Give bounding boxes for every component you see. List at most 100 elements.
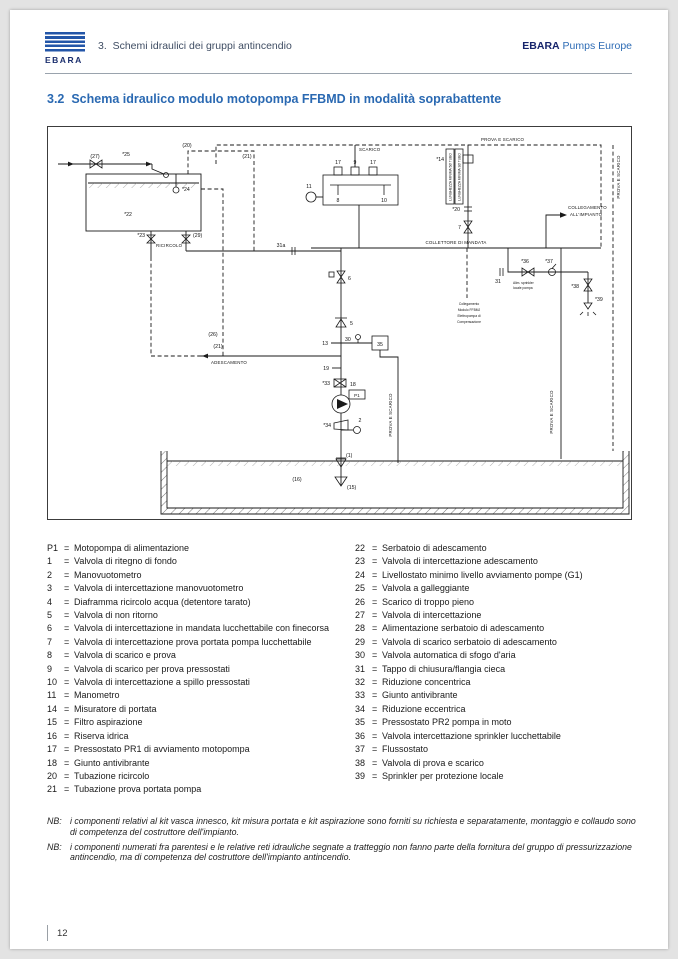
legend: P1 = Motopompa di alimentazione 1 = Valv… [47, 542, 637, 797]
legend-item: 29 = Valvola di scarico serbatoio di ade… [355, 636, 637, 649]
legend-item-number: 26 [355, 596, 366, 607]
legend-item-equals: = [372, 610, 378, 621]
legend-item-number: 5 [47, 610, 53, 621]
legend-item-text: Filtro aspirazione [74, 717, 143, 728]
legend-item-equals: = [64, 717, 70, 728]
legend-item-equals: = [64, 730, 70, 741]
label-25: *25 [122, 152, 130, 158]
legend-item-number: 25 [355, 583, 366, 594]
legend-item-equals: = [64, 596, 70, 607]
label-29: (29) [193, 233, 202, 239]
legend-item: 4 = Diaframma ricircolo acqua (detentore… [47, 596, 355, 609]
note: NB: i componenti relativi al kit vasca i… [47, 816, 637, 838]
legend-item-equals: = [372, 677, 378, 688]
legend-item-number: 30 [355, 650, 366, 661]
legend-item: 5 = Valvola di non ritorno [47, 609, 355, 622]
legend-item-text: Manometro [74, 690, 120, 701]
diagram-labels: (27) *25 (20) (21) *22 *24 *23 (29) RICI… [90, 137, 621, 491]
legend-item-equals: = [64, 703, 70, 714]
legend-item-equals: = [372, 744, 378, 755]
legend-item: 30 = Valvola automatica di sfogo d'aria [355, 649, 637, 662]
legend-item-number: 10 [47, 677, 58, 688]
legend-item-text: Valvola a galleggiante [382, 583, 470, 594]
brand-name: EBARA [522, 40, 560, 52]
label-22: *22 [124, 212, 132, 218]
legend-item-equals: = [64, 636, 70, 647]
legend-item-equals: = [64, 583, 70, 594]
header-divider [45, 73, 632, 74]
legend-item-text: Valvola di intercettazione manovuotometr… [74, 583, 244, 594]
label-10: 10 [381, 198, 387, 204]
dashed-piping [150, 144, 614, 451]
legend-item-number: 22 [355, 543, 366, 553]
legend-item-number: 31 [355, 663, 366, 674]
legend-item-number: 2 [47, 569, 53, 580]
legend-item-equals: = [372, 556, 378, 567]
legend-item-text: Giunto antivibrante [382, 690, 458, 701]
label-lunghezza-1: LUNGHEZZA MINIMA 5Ø TUBO [449, 153, 453, 201]
legend-item: 33 = Giunto antivibrante [355, 689, 637, 702]
label-collegamento-2: ALL'IMPIANTO [570, 212, 603, 217]
legend-item-text: Riduzione eccentrica [382, 703, 466, 714]
label-alim-2: locale pompa [513, 286, 533, 290]
label-prova-top: PROVA E SCARICO [481, 137, 525, 142]
legend-item-text: Tubazione ricircolo [74, 770, 150, 781]
label-24: *24 [182, 187, 190, 193]
legend-item-text: Scarico di troppo pieno [382, 596, 475, 607]
label-33: *33 [322, 381, 330, 387]
label-p1: P1 [354, 393, 360, 398]
legend-item-text: Valvola di intercettazione prova portata… [74, 636, 312, 647]
label-alim-1: Alim. sprinkler [513, 281, 535, 285]
legend-item-text: Diaframma ricircolo acqua (detentore tar… [74, 596, 251, 607]
label-adescamento: ADESCAMENTO [211, 360, 247, 365]
legend-item-text: Riserva idrica [74, 730, 129, 741]
legend-item-equals: = [372, 583, 378, 594]
legend-item-equals: = [64, 677, 70, 688]
legend-item-text: Pressostato PR1 di avviamento motopompa [74, 744, 250, 755]
label-31: 31 [495, 279, 501, 285]
legend-item: 9 = Valvola di scarico per prova pressos… [47, 663, 355, 676]
component-symbols [68, 148, 597, 487]
legend-item-text: Valvola di non ritorno [74, 610, 158, 621]
legend-item-text: Misuratore di portata [74, 703, 157, 714]
label-39: *39 [595, 297, 603, 303]
legend-item: 24 = Livellostato minimo livello avviame… [355, 569, 637, 582]
legend-item-equals: = [372, 663, 378, 674]
label-17b: 17 [370, 160, 376, 166]
legend-item-number: 21 [47, 784, 58, 795]
label-19: 19 [323, 366, 329, 372]
label-7: 7 [458, 225, 461, 231]
legend-item-equals: = [64, 543, 70, 553]
legend-item-equals: = [64, 770, 70, 781]
label-prova-right: PROVA E SCARICO [549, 390, 554, 434]
legend-item-text: Valvola di intercettazione in mandata lu… [74, 623, 329, 634]
legend-item-text: Valvola di ritegno di fondo [74, 556, 177, 567]
legend-item-number: 27 [355, 610, 366, 621]
legend-item-number: 6 [47, 623, 53, 634]
document-page: EBARA 3. Schemi idraulici dei gruppi ant… [10, 10, 668, 949]
legend-item-text: Flussostato [382, 744, 429, 755]
legend-item-text: Tubazione prova portata pompa [74, 784, 202, 795]
label-lunghezza-2: LUNGHEZZA MINIMA 3Ø TUBO [458, 153, 462, 201]
legend-item-equals: = [64, 556, 70, 567]
label-6: 6 [348, 276, 351, 282]
legend-item-number: 3 [47, 583, 53, 594]
legend-item-equals: = [64, 663, 70, 674]
label-21-mid: (21) [213, 344, 222, 350]
legend-item: 10 = Valvola di intercettazione a spillo… [47, 676, 355, 689]
legend-item-equals: = [64, 757, 70, 768]
legend-item-number: 24 [355, 569, 366, 580]
legend-item: 32 = Riduzione concentrica [355, 676, 637, 689]
legend-item: 3 = Valvola di intercettazione manovuoto… [47, 582, 355, 595]
legend-item-equals: = [64, 569, 70, 580]
legend-item-number: 15 [47, 717, 58, 728]
label-20b: *20 [452, 207, 460, 213]
label-23: *23 [137, 233, 145, 239]
legend-item-equals: = [372, 770, 378, 781]
legend-item-equals: = [64, 650, 70, 661]
legend-item: 38 = Valvola di prova e scarico [355, 757, 637, 770]
legend-item-text: Sprinkler per protezione locale [382, 770, 504, 781]
legend-item: 17 = Pressostato PR1 di avviamento motop… [47, 743, 355, 756]
legend-item-text: Manovuotometro [74, 569, 142, 580]
